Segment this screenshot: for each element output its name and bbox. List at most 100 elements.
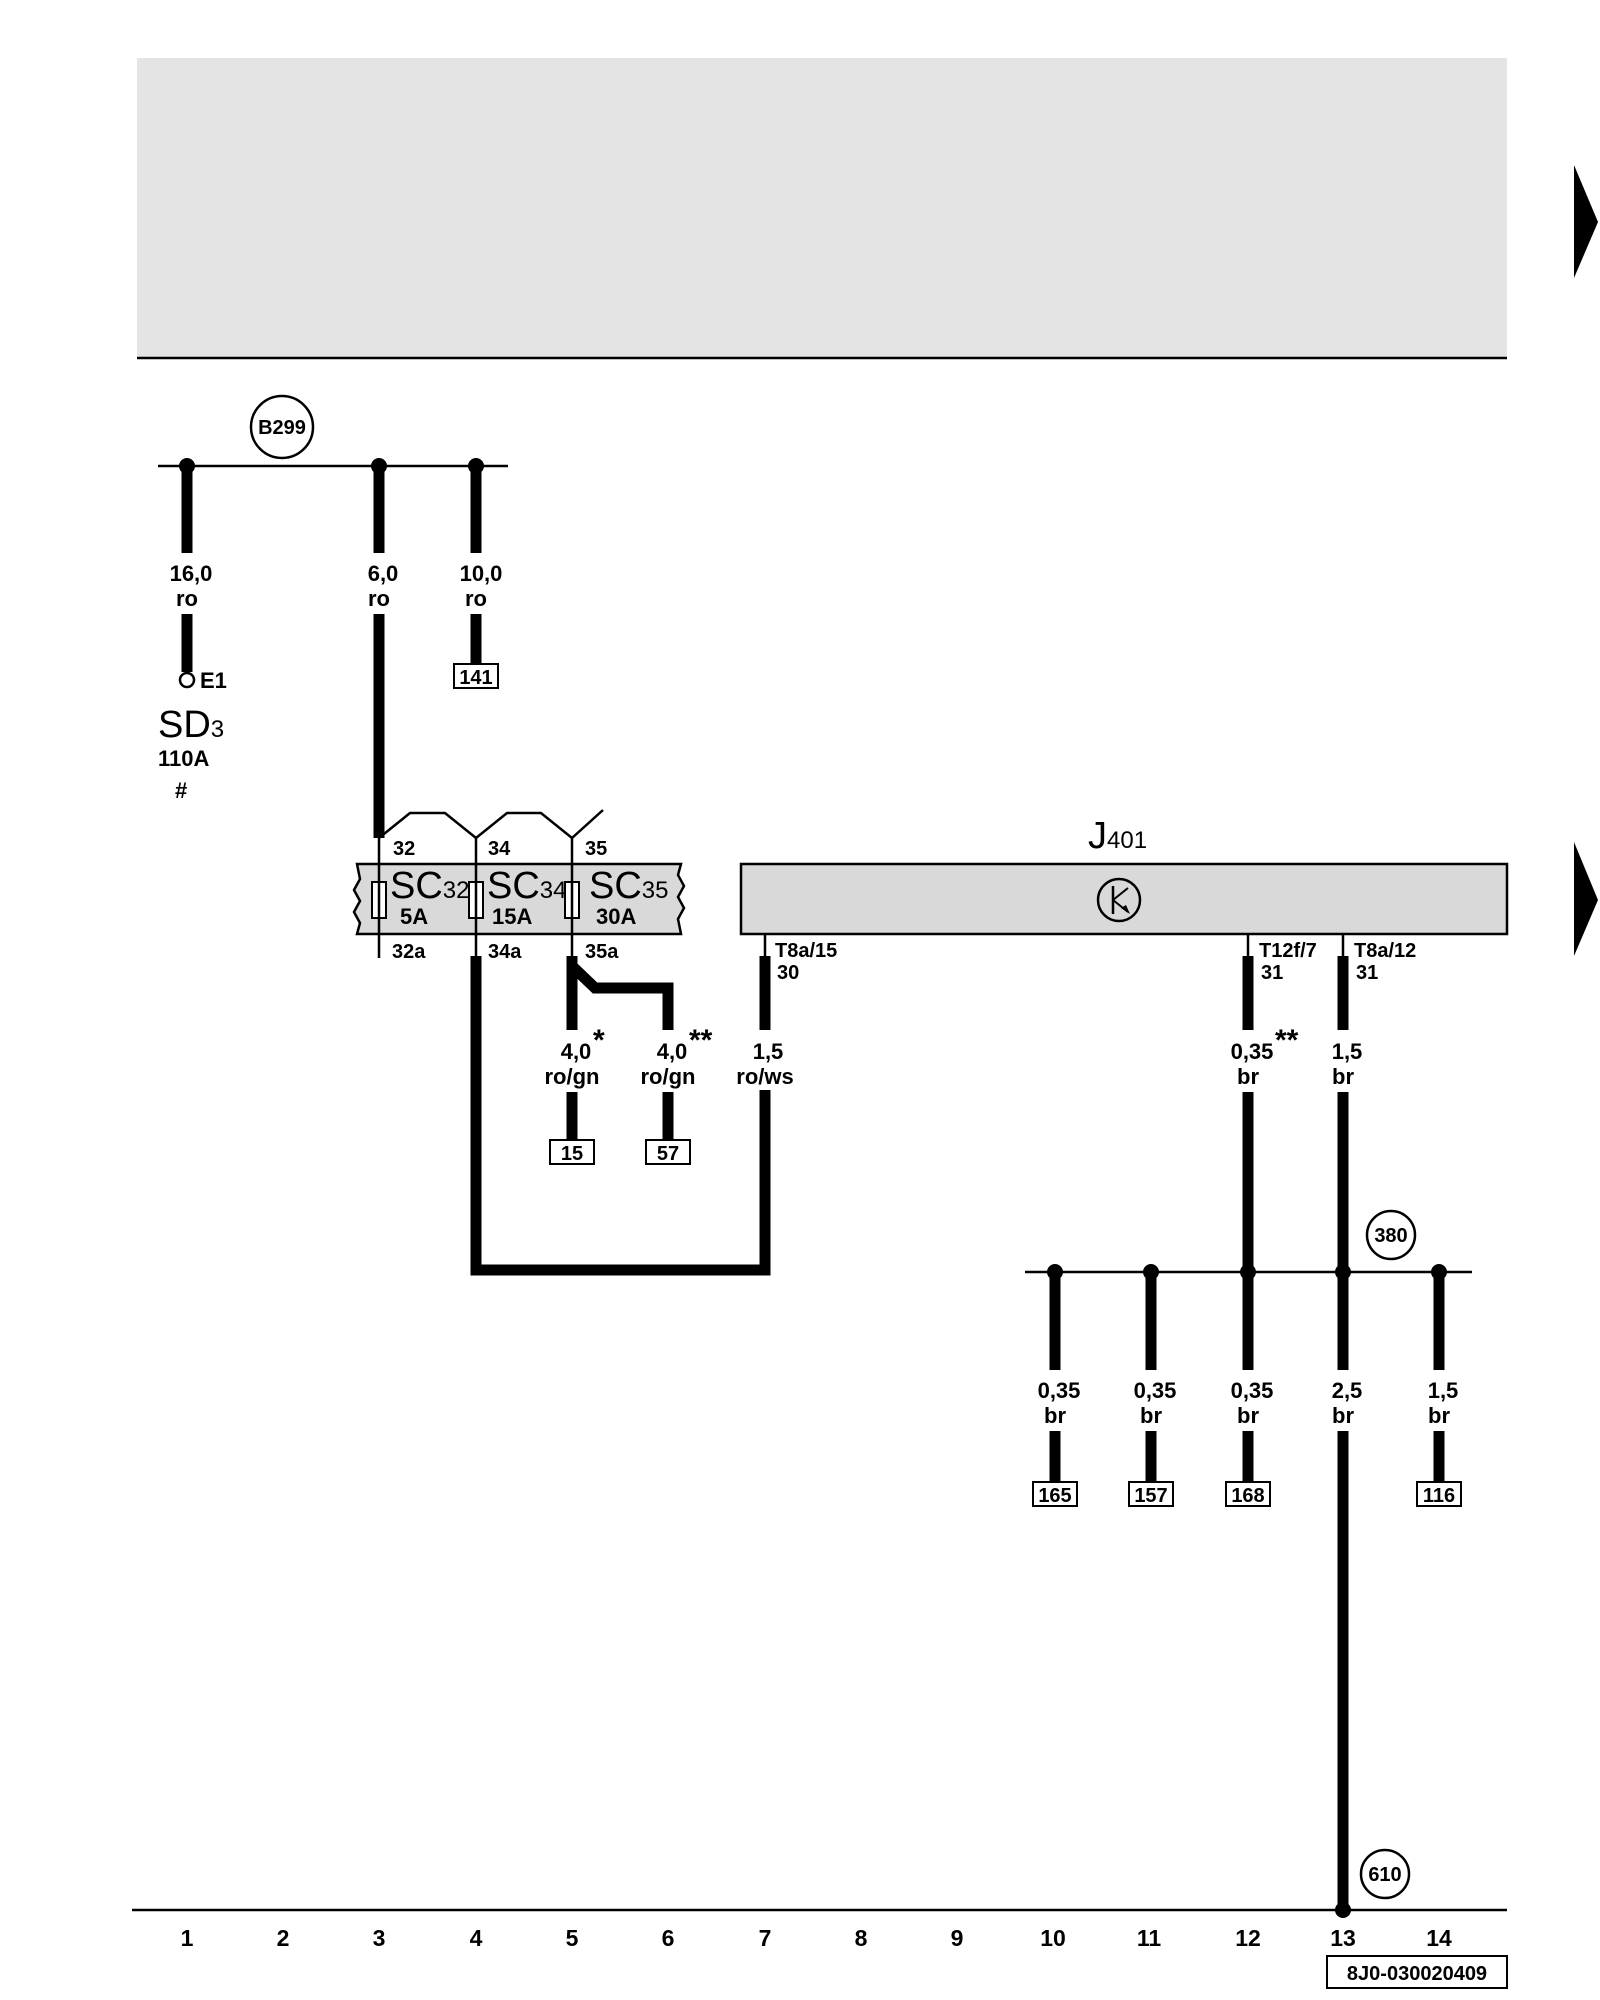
column-numbers: 1 2 3 4 5 6 7 8 9 10 11 12 13 14	[181, 1925, 1452, 1951]
circle-b299	[249, 394, 315, 460]
svg-text:0,35: 0,35	[1231, 1039, 1274, 1064]
svg-text:34a: 34a	[488, 941, 522, 963]
svg-text:168: 168	[1231, 1485, 1264, 1507]
svg-text:br: br	[1428, 1403, 1450, 1428]
wire-col-6	[568, 962, 674, 1030]
svg-text:br: br	[1332, 1064, 1354, 1089]
svg-text:30: 30	[777, 962, 799, 984]
svg-text:br: br	[1237, 1403, 1259, 1428]
svg-text:ro/gn: ro/gn	[545, 1064, 600, 1089]
module-j401: J401 T8a/15 30 T12f/7 31 T8a/12 31	[739, 815, 1509, 984]
svg-text:5A: 5A	[400, 904, 428, 929]
ref-box-165[interactable]	[1032, 1481, 1078, 1507]
column-number: 12	[1235, 1925, 1261, 1951]
ref-box-157[interactable]	[1128, 1481, 1174, 1507]
fuse-sd3: SD3 110A #	[158, 704, 224, 803]
svg-text:610: 610	[1368, 1864, 1401, 1886]
ref-box-168[interactable]	[1225, 1481, 1271, 1507]
wire-col-13-lower: 2,5 br 610	[1332, 1272, 1411, 1918]
svg-text:34: 34	[488, 838, 511, 860]
column-number: 9	[951, 1925, 964, 1951]
fuse-box-sc: 32 34 35 SC32 5A SC34 15A SC35 30A 32a 3…	[352, 838, 686, 963]
wire-col-7-label: 1,5 ro/ws	[735, 1030, 797, 1090]
svg-text:br: br	[1237, 1064, 1259, 1089]
svg-text:T8a/12: T8a/12	[1354, 940, 1416, 962]
svg-text:116: 116	[1423, 1485, 1455, 1507]
svg-text:#: #	[175, 778, 187, 803]
wire-col-10: 0,35 br 165	[1032, 1272, 1081, 1507]
circle-380	[1365, 1209, 1417, 1261]
module-j401-label: J401	[1088, 815, 1147, 857]
svg-text:31: 31	[1356, 962, 1378, 984]
column-number: 14	[1426, 1925, 1452, 1951]
wire-col-12-lower: 0,35 br 168	[1225, 1272, 1273, 1507]
svg-text:57: 57	[657, 1143, 679, 1165]
column-number: 7	[759, 1925, 772, 1951]
terminal-e1-label: E1	[200, 668, 227, 693]
column-number: 8	[855, 1925, 868, 1951]
svg-text:157: 157	[1134, 1485, 1167, 1507]
svg-text:2,5: 2,5	[1332, 1378, 1363, 1403]
column-number: 10	[1040, 1925, 1066, 1951]
circle-610	[1359, 1848, 1411, 1900]
ref-box-57[interactable]	[645, 1139, 691, 1165]
svg-text:T12f/7: T12f/7	[1259, 940, 1317, 962]
svg-text:4,0: 4,0	[561, 1039, 592, 1064]
transistor-icon	[1096, 877, 1142, 923]
wire-col-3: 6,0 ro	[368, 466, 399, 838]
svg-text:1,5: 1,5	[1428, 1378, 1459, 1403]
svg-text:110A: 110A	[158, 746, 209, 771]
svg-text:ro: ro	[465, 586, 487, 611]
svg-text:6,0: 6,0	[368, 561, 399, 586]
svg-text:15: 15	[561, 1143, 583, 1165]
column-number: 3	[373, 1925, 386, 1951]
continue-arrow-middle-icon[interactable]	[1574, 842, 1598, 956]
svg-text:ro/ws: ro/ws	[736, 1064, 793, 1089]
wire-col-14: 1,5 br 116	[1416, 1272, 1462, 1507]
svg-text:32: 32	[393, 838, 415, 860]
svg-text:br: br	[1044, 1403, 1066, 1428]
svg-text:0,35: 0,35	[1038, 1378, 1081, 1403]
svg-text:**: **	[1275, 1024, 1299, 1057]
svg-text:ro: ro	[368, 586, 390, 611]
svg-text:10,0: 10,0	[460, 561, 503, 586]
svg-text:1,5: 1,5	[753, 1039, 784, 1064]
reference-box	[1326, 1955, 1508, 1989]
bus-b299: B299	[158, 394, 508, 474]
svg-text:br: br	[1140, 1403, 1162, 1428]
svg-text:30A: 30A	[596, 904, 636, 929]
svg-text:32a: 32a	[392, 941, 426, 963]
svg-text:*: *	[593, 1024, 605, 1057]
svg-text:31: 31	[1261, 962, 1283, 984]
wire-col-4-top: 10,0 ro 141	[453, 466, 503, 689]
ref-box-116[interactable]	[1416, 1481, 1462, 1507]
column-number: 11	[1137, 1925, 1162, 1951]
svg-text:16,0: 16,0	[170, 561, 213, 586]
column-number: 5	[566, 1925, 579, 1951]
svg-text:165: 165	[1038, 1485, 1071, 1507]
circle-b299-label: B299	[258, 417, 306, 439]
column-number: 13	[1330, 1925, 1356, 1951]
svg-text:**: **	[689, 1024, 713, 1057]
svg-text:ro: ro	[176, 586, 198, 611]
column-number: 4	[470, 1925, 483, 1951]
wire-col-1: 16,0 ro E1	[170, 466, 227, 693]
column-number: 1	[181, 1925, 194, 1951]
svg-text:br: br	[1332, 1403, 1354, 1428]
continue-arrow-top-icon[interactable]	[1574, 165, 1598, 278]
terminal-e1	[178, 671, 196, 689]
ref-box-15[interactable]	[549, 1139, 595, 1165]
wire-col-12-upper: 0,35 ** br	[1231, 956, 1299, 1270]
svg-text:35: 35	[585, 838, 607, 860]
fuse-sc34-label: SC34	[487, 865, 567, 907]
svg-text:1,5: 1,5	[1332, 1039, 1363, 1064]
svg-text:141: 141	[459, 667, 492, 689]
wire-col-11: 0,35 br 157	[1128, 1272, 1176, 1507]
fuse-sc35-label: SC35	[589, 865, 669, 907]
ref-box-141[interactable]	[453, 663, 499, 689]
column-number: 6	[662, 1925, 675, 1951]
column-number: 2	[277, 1925, 290, 1951]
svg-text:T8a/15: T8a/15	[775, 940, 837, 962]
svg-text:4,0: 4,0	[657, 1039, 688, 1064]
